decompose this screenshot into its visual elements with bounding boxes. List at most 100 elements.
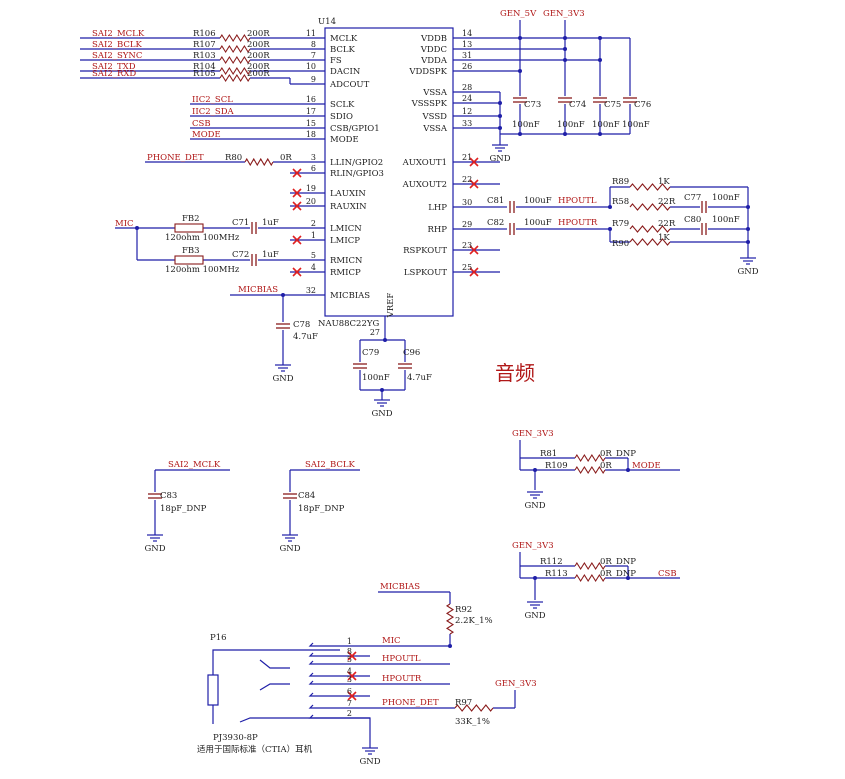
jack-contact-arrow [308,714,315,719]
ic-pin-number: 28 [462,83,472,92]
capacitor-ref: C74 [569,100,586,110]
no-connect-mark [469,267,479,277]
ground-label: GND [359,757,380,767]
ic-pin-number: 31 [462,51,472,60]
ground-symbol [275,364,291,372]
no-connect-mark [292,235,302,245]
ic-pin-name: AUXOUT1 [402,158,447,168]
resistor-value: 0R_DNP [600,557,636,567]
ground-symbol [362,747,378,755]
resistor-value: 22R [658,219,676,229]
resistor-ref: R107 [193,40,216,50]
capacitor-ref: C81 [487,196,504,206]
capacitor-value: 4.7uF [407,373,432,383]
connector-part: PJ3930-8P [213,733,258,743]
junction-dot [746,240,750,244]
ic-pin-name: VDDC [420,45,447,55]
ferrite-value: 120ohm 100MHz [165,265,240,275]
ic-pin-name: VSSA [422,88,448,98]
net-label: CSB [658,569,677,579]
ic-pin-number: 26 [462,62,472,71]
no-connect-stroke [469,179,479,189]
jack-contact-arrow [308,680,315,685]
power-label: GEN_3V3 [512,541,554,551]
ic-pin-number: 22 [462,175,472,184]
ic-pin-name: VDDSPK [408,67,447,77]
resistor-value: 0R_DNP [600,569,636,579]
junction-dot [626,576,630,580]
ground-label: GND [489,154,510,164]
capacitor-ref: C76 [634,100,651,110]
ic-pin-name: ADCOUT [329,80,370,90]
capacitor-ref: C71 [232,218,249,228]
ic-pin-number: 32 [306,286,316,295]
series-resistor [219,33,251,43]
ground-label: GND [524,501,545,511]
net-label: MIC [382,636,401,646]
resistor-r90 [629,238,671,246]
resistor-value: 1K [658,177,670,187]
net-label: PHONE_DET [382,698,439,708]
resistor-ref: R89 [612,177,629,187]
no-connect-stroke [469,267,479,277]
junction-dot [518,132,522,136]
jack-pin-number: 6 [347,687,352,696]
ic-pin-name: RAUXIN [330,202,367,212]
capacitor-ref: C78 [293,320,310,330]
series-resistor [219,73,251,83]
net-label: HPOUTL [382,654,421,664]
ground-symbol [740,257,756,265]
jack-pin-number: 1 [347,637,352,646]
resistor-r58 [629,203,671,211]
ic-body-u14 [324,27,454,317]
ic-pin-number: 24 [462,94,472,103]
junction-dot [626,468,630,472]
net-label: PHONE_DET [147,153,204,163]
resistor-value: 22R [658,197,676,207]
ic-pin-name: LMICP [330,236,360,246]
capacitor-value: 100nF [362,373,390,383]
net-label: MICBIAS [238,285,278,295]
capacitor-value: 100nF [512,120,540,130]
ic-pin-name: AUXOUT2 [402,180,447,190]
junction-dot [135,226,139,230]
junction-dot [383,338,387,342]
series-resistor [219,55,251,65]
ground-wire [239,717,371,748]
ferrite-ref: FB3 [182,246,200,256]
resistor-value: 200R [247,51,270,61]
capacitor-value: 1uF [262,250,279,260]
power-label: GEN_3V3 [512,429,554,439]
net-label: CSB [192,119,211,129]
jack-pin-number: 8 [347,647,352,656]
resistor-r80 [244,157,274,167]
ic-pin-number: 4 [311,263,316,272]
ic-pin-number: 16 [306,95,316,104]
ic-pin-name: VDDB [420,34,447,44]
resistor-value: 200R [247,40,270,50]
ferrite-bead-fb3 [174,255,204,265]
resistor-value: 200R [247,69,270,79]
ic-pin-number: 14 [462,29,472,38]
ic-pin-number: 7 [311,51,316,60]
resistor-r89 [629,183,671,191]
capacitor-value: 4.7uF [293,332,318,342]
net-label: IIC2_SDA [192,107,235,117]
ic-pin-number: 11 [306,29,316,38]
net-label: MICBIAS [380,582,420,592]
net-label: HPOUTR [382,674,422,684]
capacitor-ref: C75 [604,100,621,110]
ferrite-value: 120ohm 100MHz [165,233,240,243]
resistor-ref: R105 [193,69,216,79]
ground-label: GND [279,544,300,554]
junction-dot [518,36,522,40]
ferrite-bead-fb2 [174,223,204,233]
ic-pin-name: RSPKOUT [403,246,447,256]
resistor-value: 0R_DNP [600,449,636,459]
capacitor-ref: C84 [298,491,315,501]
resistor-value: 0R [600,461,612,471]
jack-contact-arrow [308,642,315,647]
ground-symbol [374,399,390,407]
net-label: SAI2_BCLK [305,460,356,470]
